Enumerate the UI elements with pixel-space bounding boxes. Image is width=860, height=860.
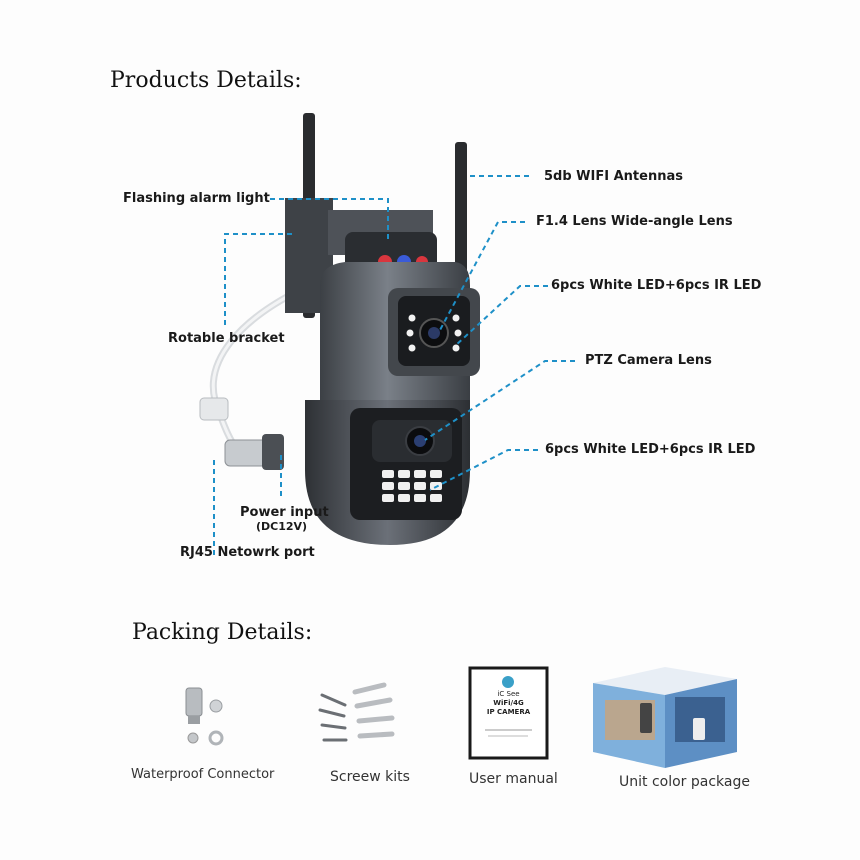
- manual-cover-text: iC See WiFi/4G IP CAMERA: [470, 690, 547, 717]
- wide-angle-lens-housing: [388, 288, 480, 376]
- ptz-lens-window: [350, 408, 462, 520]
- user-manual-image: [468, 666, 549, 760]
- screw-kit-image: [318, 682, 395, 742]
- caption-manual: User manual: [469, 771, 558, 787]
- callout-power-input: Power input: [240, 505, 329, 520]
- callout-lines: [213, 175, 575, 555]
- products-heading: Products Details:: [110, 68, 302, 93]
- caption-screws: Screew kits: [330, 769, 410, 785]
- caption-connector: Waterproof Connector: [131, 767, 275, 782]
- callout-ptz-lens: PTZ Camera Lens: [585, 353, 712, 368]
- callout-power-sub: (DC12V): [256, 520, 308, 533]
- manual-line1: WiFi/4G: [493, 699, 524, 707]
- callout-alarm-light: Flashing alarm light: [123, 191, 270, 206]
- callout-rj45: RJ45 Netowrk port: [180, 545, 315, 560]
- caption-package: Unit color package: [619, 774, 750, 790]
- packing-heading: Packing Details:: [132, 620, 313, 645]
- callout-antennas: 5db WIFI Antennas: [544, 169, 683, 184]
- waterproof-connector-image: [185, 687, 224, 746]
- callout-bracket: Rotable bracket: [168, 331, 285, 346]
- manual-line2: IP CAMERA: [486, 708, 531, 716]
- antenna-right: [455, 142, 467, 302]
- callout-wide-lens: F1.4 Lens Wide-angle Lens: [536, 214, 733, 229]
- callout-led-bottom: 6pcs White LED+6pcs IR LED: [545, 442, 756, 457]
- cable: [199, 286, 302, 470]
- callout-led-top: 6pcs White LED+6pcs IR LED: [551, 278, 762, 293]
- color-package-image: [593, 667, 737, 768]
- manual-brand: iC See: [497, 690, 520, 698]
